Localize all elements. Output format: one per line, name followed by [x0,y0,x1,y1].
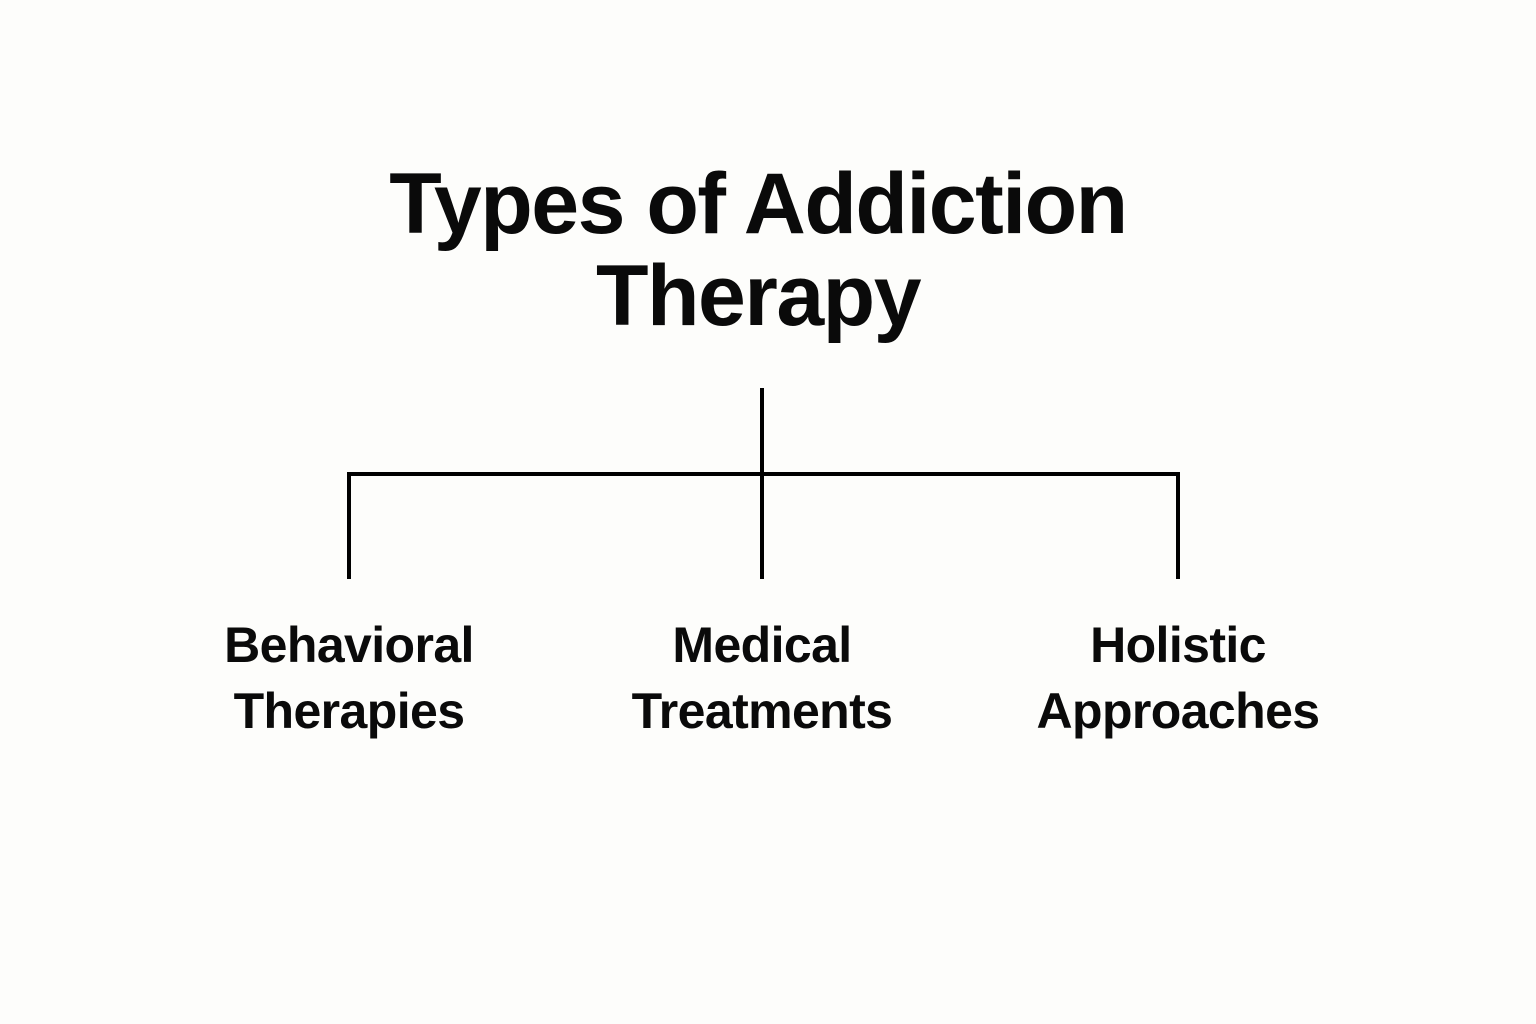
branch-label-row: Behavioral Therapies Medical Treatments … [0,612,1536,762]
diagram-title: Types of Addiction Therapy [389,156,1128,345]
branch-label-holistic-approaches: Holistic Approaches [1036,617,1321,739]
branch-label-behavioral-therapies: Behavioral Therapies [224,617,474,739]
branch-drop-line-behavioral-therapies [347,474,351,579]
root-stem-line [760,388,764,476]
branch-drop-line-medical-treatments [760,474,764,579]
horizontal-bus-line [347,472,1180,476]
branch-label-medical-treatments: Medical Treatments [631,617,893,739]
branch-drop-line-holistic-approaches [1176,474,1180,579]
